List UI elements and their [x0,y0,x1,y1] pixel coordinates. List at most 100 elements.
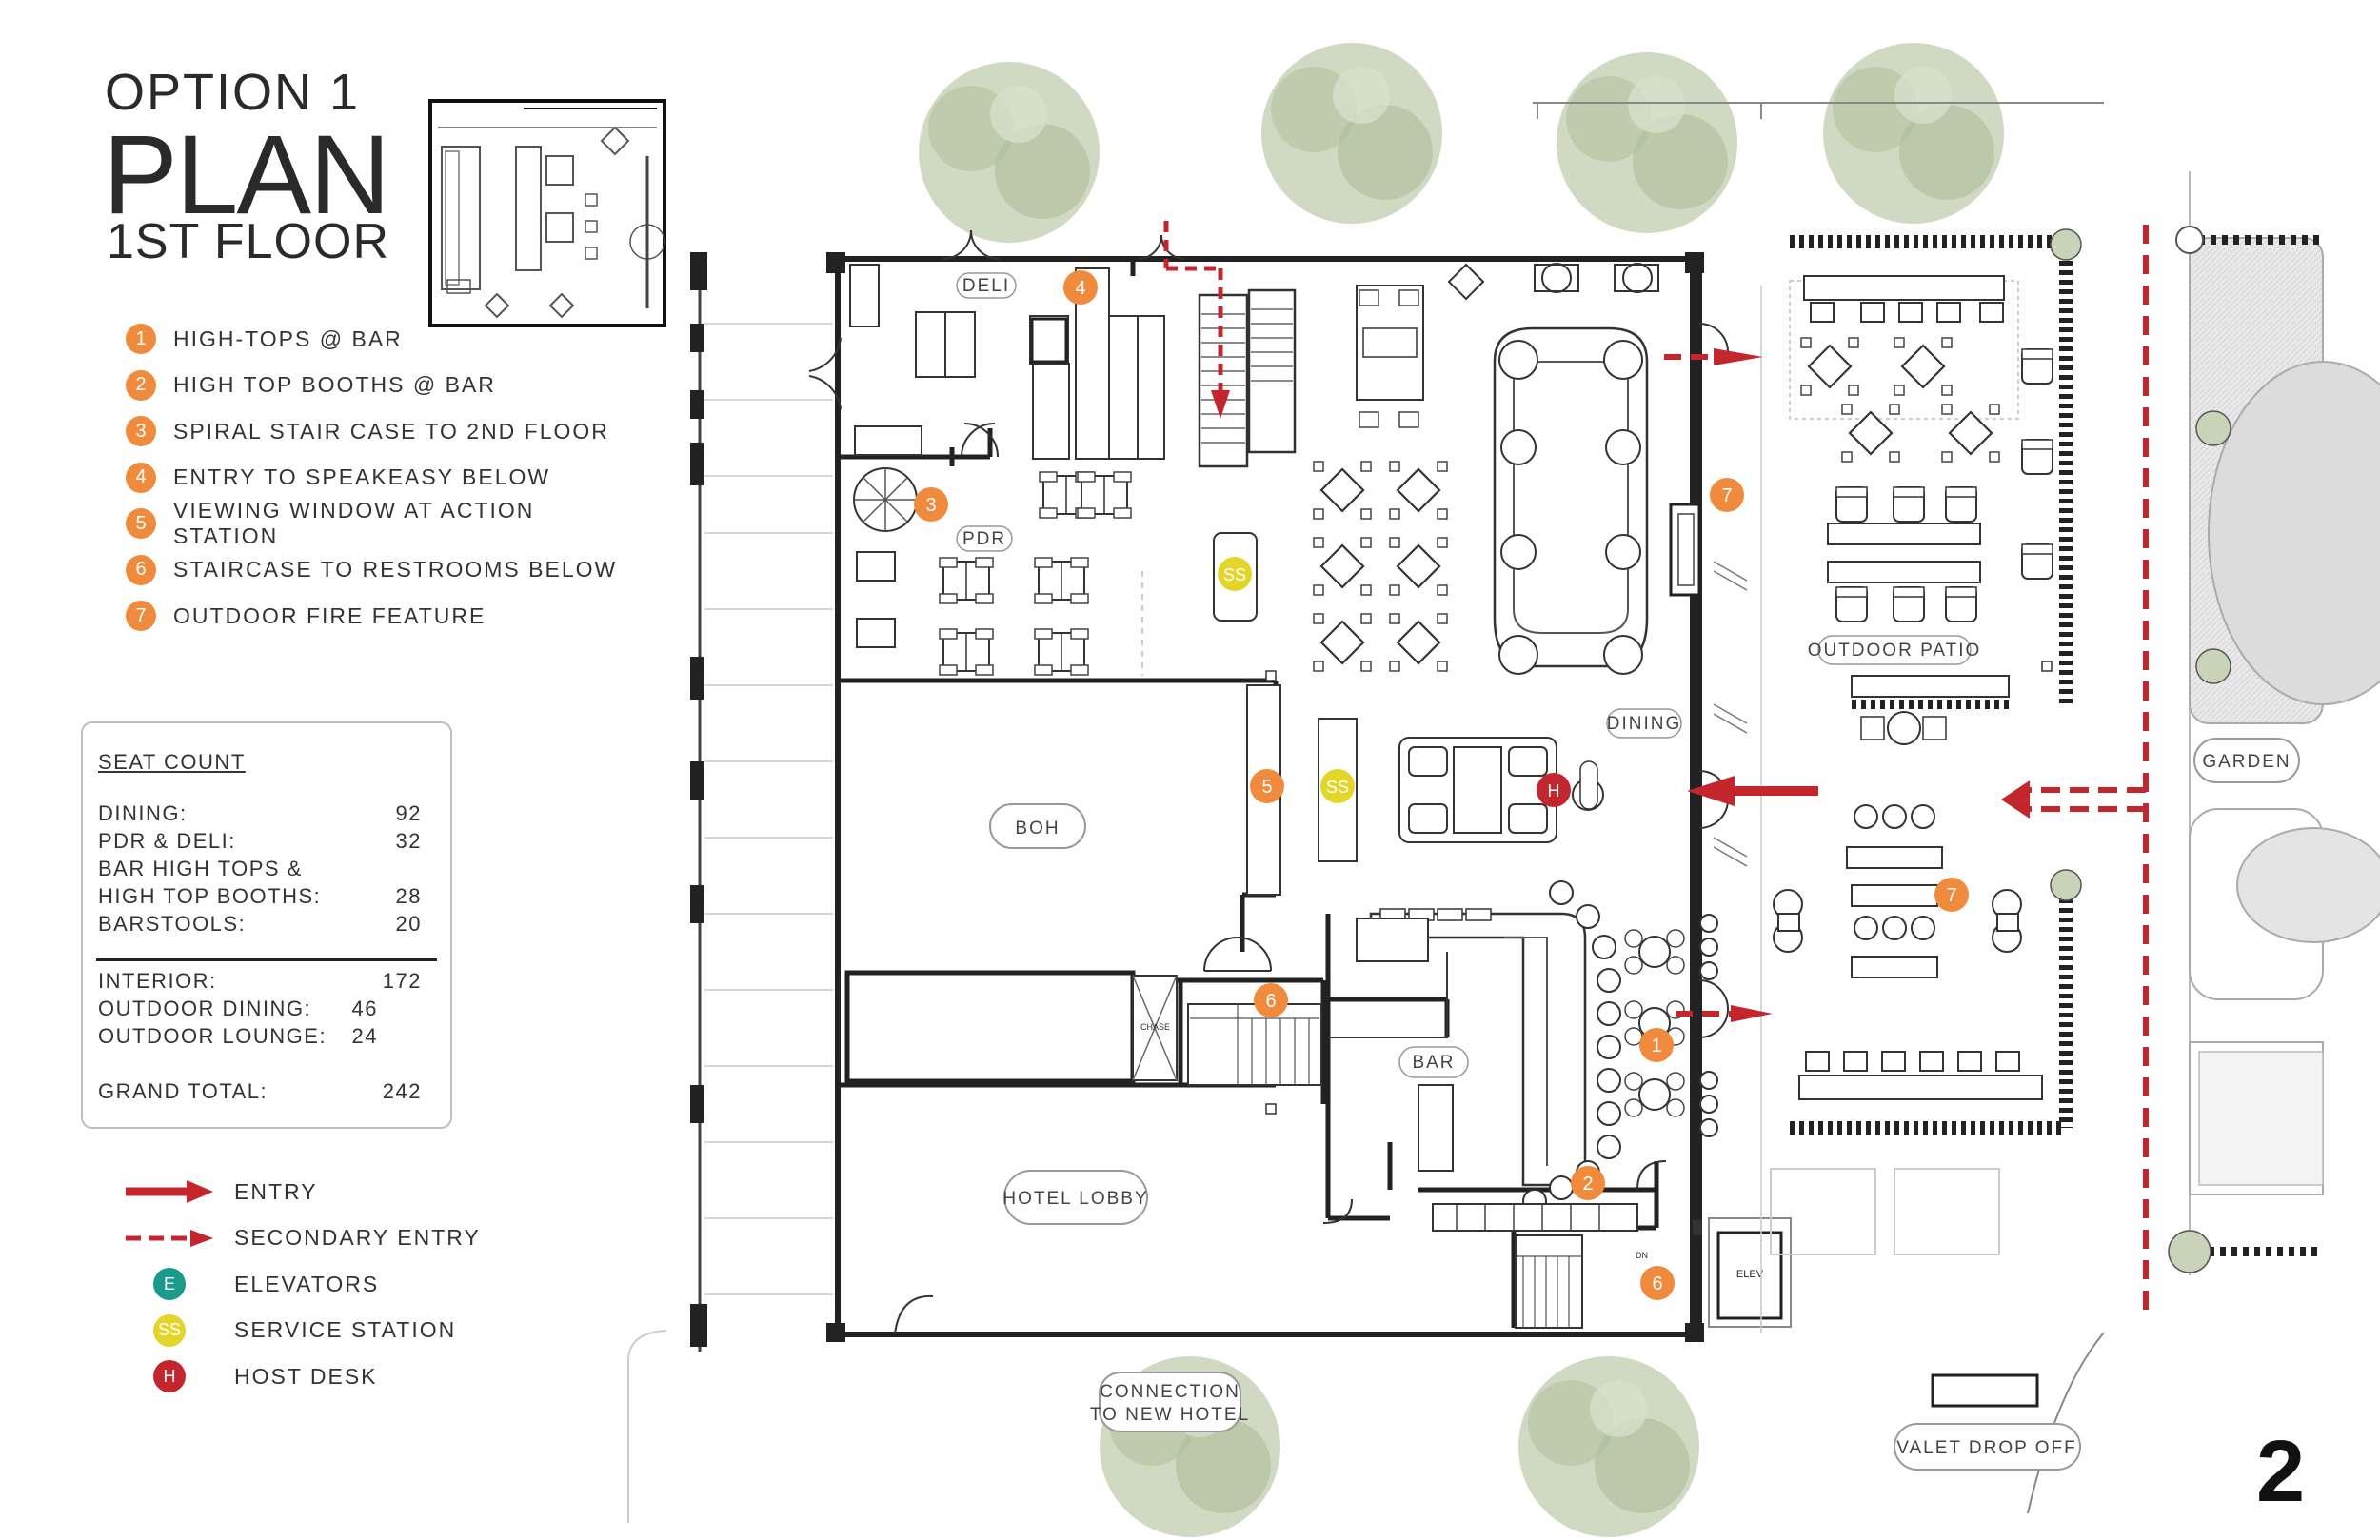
seat-label: OUTDOOR DINING: [98,997,312,1020]
room-label-bar: BAR [1398,1046,1469,1078]
svg-text:DINING: DINING [1607,714,1682,734]
room-label-connection: CONNECTION TO NEW HOTEL [1090,1372,1248,1432]
seat-label: OUTDOOR LOUNGE: [98,1024,327,1048]
tree [1823,43,2004,224]
seat-label: PDR & DELI: [98,829,236,853]
title-floor: 1ST FLOOR [107,214,390,269]
stair-down-label: DN [1636,1251,1648,1260]
seat-value: 20 [395,912,422,936]
svg-text:CONNECTION: CONNECTION [1100,1382,1240,1402]
elevator-label: ELEV [1736,1269,1764,1280]
seat-count-box: SEAT COUNT DINING: 92 PDR & DELI:32 BAR H… [81,721,452,1129]
legend-label: SECONDARY ENTRY [234,1225,481,1251]
key-plan-thumbnail [428,99,666,327]
service-station-icon: SS [153,1313,186,1347]
keynote-marker: 5 [1250,769,1284,803]
legend-label: SERVICE STATION [234,1317,457,1343]
tree [1518,1356,1699,1537]
keynote-number: 3 [126,416,156,447]
tree [1557,52,1737,233]
secondary-entry-arrow-icon [124,1222,215,1254]
room-label-outdoor-patio: OUTDOOR PATIO [1808,635,1979,665]
elevator-icon: E [153,1268,186,1301]
page-number: 2 [2256,1423,2306,1520]
svg-text:BAR: BAR [1412,1053,1455,1073]
entry-arrow-icon [124,1175,215,1208]
chase-label: CHASE [1140,1022,1170,1032]
keynote-marker: 2 [1571,1166,1605,1200]
keynote-label: ENTRY TO SPEAKEASY BELOW [173,464,551,490]
keynote-number: 7 [126,601,156,632]
keynote-label: SPIRAL STAIR CASE TO 2ND FLOOR [173,418,609,444]
tree [1261,43,1442,224]
keynote-item: 5 VIEWING WINDOW AT ACTION STATION [126,498,621,549]
keynote-number: 5 [126,508,156,540]
svg-text:GARDEN: GARDEN [2202,752,2291,772]
svg-text:1: 1 [1651,1036,1661,1056]
seat-value: 242 [382,1079,422,1103]
room-label-valet: VALET DROP OFF [1894,1423,2081,1471]
seat-count-title: SEAT COUNT [98,750,246,774]
keynote-label: STAIRCASE TO RESTROOMS BELOW [173,557,618,582]
seat-row: GRAND TOTAL: 242 [98,1081,422,1102]
seat-row: BAR HIGH TOPS & [98,859,422,879]
keynote-label: VIEWING WINDOW AT ACTION STATION [173,498,535,549]
seat-row: OUTDOOR LOUNGE: 24 [98,1026,422,1047]
svg-text:BOH: BOH [1015,819,1060,839]
seat-label: GRAND TOTAL: [98,1079,268,1103]
svg-text:DELI: DELI [962,276,1010,296]
keynote-item: 3 SPIRAL STAIR CASE TO 2ND FLOOR [126,408,621,455]
keynote-number: 1 [126,324,156,355]
host-desk-icon: H [1548,781,1560,800]
seat-divider [96,958,437,961]
svg-text:6: 6 [1652,1273,1662,1294]
svg-text:PDR: PDR [962,529,1006,549]
seat-value: 46 [351,997,378,1020]
svg-text:4: 4 [1075,278,1085,299]
svg-text:5: 5 [1261,777,1272,798]
legend-item: ENTRY [124,1169,524,1215]
room-label-dining: DINING [1606,708,1682,739]
keynote-marker: 7 [1934,878,1969,912]
legend-label: ELEVATORS [234,1271,380,1296]
keynote-marker: 4 [1063,270,1098,305]
svg-text:6: 6 [1265,991,1276,1012]
seat-row: HIGH TOP BOOTHS:28 [98,886,422,907]
room-label-boh: BOH [989,803,1086,849]
room-label-garden: GARDEN [2193,738,2300,783]
svg-text:VALET DROP OFF: VALET DROP OFF [1896,1438,2077,1458]
title-plan: PLAN [103,112,390,238]
svg-text:7: 7 [1946,885,1956,906]
legend-item: E ELEVATORS [124,1261,524,1308]
keynote-label: OUTDOOR FIRE FEATURE [173,602,486,628]
legend-label: HOST DESK [234,1363,378,1389]
legend-item: SECONDARY ENTRY [124,1215,524,1262]
keynote-label: HIGH TOP BOOTHS @ BAR [173,372,496,398]
seat-label: DINING: [98,801,188,825]
svg-text:7: 7 [1721,485,1732,506]
keynote-label: HIGH-TOPS @ BAR [173,326,403,351]
keynote-marker: 6 [1640,1266,1675,1300]
keynote-item: 7 OUTDOOR FIRE FEATURE [126,593,621,640]
service-station-icon: SS [1326,778,1349,797]
seat-row: OUTDOOR DINING: 46 [98,998,422,1019]
seat-label: BARSTOOLS: [98,912,247,936]
seat-value: 172 [382,969,422,993]
seat-value: 24 [351,1024,378,1048]
seat-label: BAR HIGH TOPS & [98,857,303,880]
room-label-pdr: PDR [956,525,1013,552]
seat-row: PDR & DELI:32 [98,831,422,852]
room-label-deli: DELI [956,272,1017,299]
keynote-marker: 6 [1254,983,1288,1017]
svg-text:3: 3 [925,495,936,516]
seat-row: BARSTOOLS: 20 [98,914,422,935]
service-station-icon: SS [1223,565,1246,584]
keynote-marker: 1 [1639,1028,1674,1062]
keynote-marker: 7 [1710,478,1744,512]
seat-value: 92 [395,801,422,825]
legend-label: ENTRY [234,1178,318,1204]
room-label-hotel-lobby: HOTEL LOBBY [1002,1170,1148,1225]
